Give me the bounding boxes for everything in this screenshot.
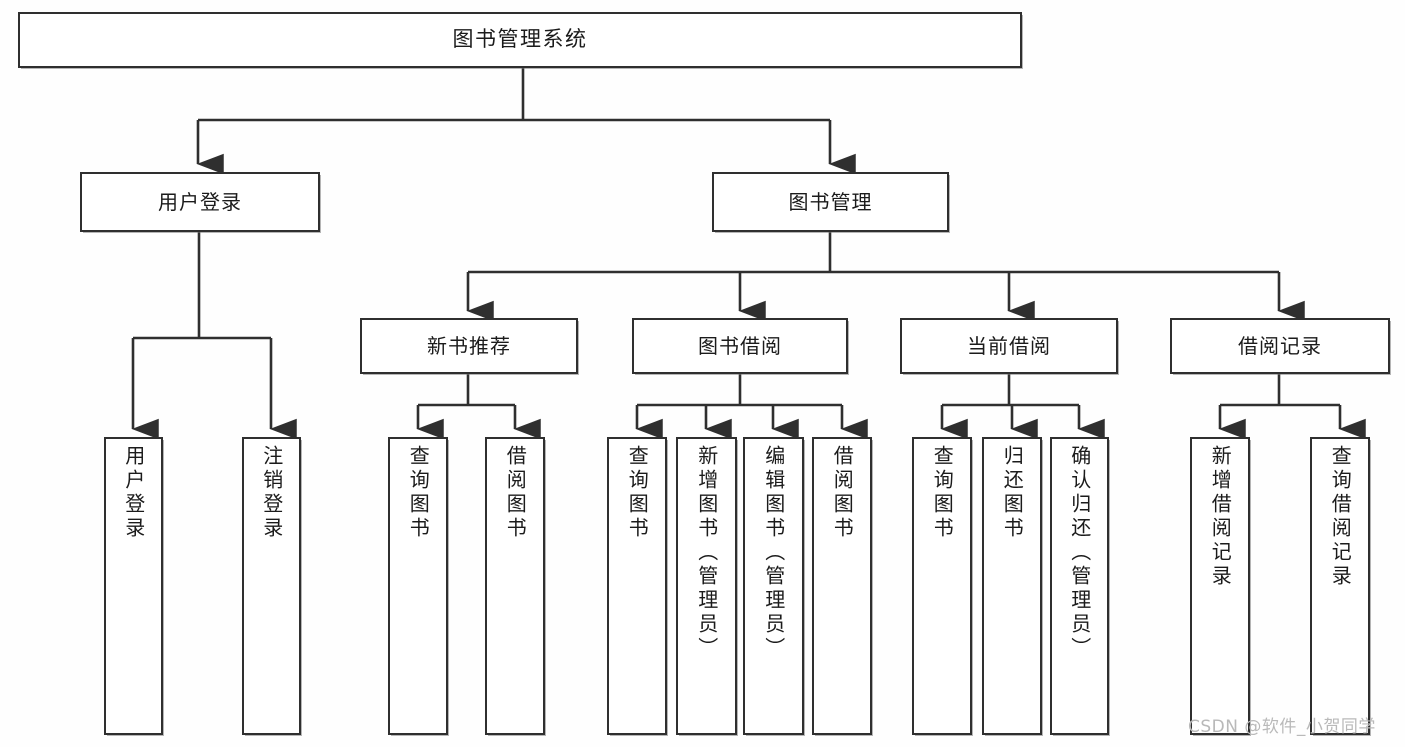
node-label: 新书推荐 xyxy=(427,333,511,358)
node-user-login[interactable]: 用户登录 xyxy=(80,172,320,232)
node-leaf-borrow-book-1[interactable]: 借阅图书 xyxy=(485,437,545,735)
node-label: 注销登录 xyxy=(259,445,284,541)
node-label: 查询借阅记录 xyxy=(1328,445,1353,589)
node-label: 借阅图书 xyxy=(830,445,855,541)
node-label: 查询图书 xyxy=(625,445,650,541)
node-label: 当前借阅 xyxy=(967,333,1051,358)
node-leaf-confirm-return[interactable]: 确认归还（管理员） xyxy=(1050,437,1109,735)
node-leaf-add-record[interactable]: 新增借阅记录 xyxy=(1190,437,1250,735)
node-leaf-query-book-1[interactable]: 查询图书 xyxy=(388,437,448,735)
node-leaf-user-login[interactable]: 用户登录 xyxy=(104,437,163,735)
node-leaf-borrow-book-2[interactable]: 借阅图书 xyxy=(812,437,872,735)
node-label: 新增借阅记录 xyxy=(1208,445,1233,589)
node-label: 新增图书（管理员） xyxy=(694,445,719,661)
node-leaf-edit-book-admin[interactable]: 编辑图书（管理员） xyxy=(743,437,804,735)
node-label: 借阅图书 xyxy=(503,445,528,541)
node-leaf-add-book-admin[interactable]: 新增图书（管理员） xyxy=(676,437,737,735)
node-label: 图书管理 xyxy=(788,189,873,214)
node-new-book-recommend[interactable]: 新书推荐 xyxy=(360,318,578,374)
node-label: 确认归还（管理员） xyxy=(1067,445,1092,661)
node-current-borrow[interactable]: 当前借阅 xyxy=(900,318,1118,374)
node-label: 查询图书 xyxy=(406,445,431,541)
node-label: 图书借阅 xyxy=(698,333,782,358)
node-book-borrow[interactable]: 图书借阅 xyxy=(632,318,848,374)
node-leaf-query-book-3[interactable]: 查询图书 xyxy=(912,437,972,735)
node-leaf-return-book[interactable]: 归还图书 xyxy=(982,437,1042,735)
node-label: 图书管理系统 xyxy=(452,27,588,52)
node-book-management-system[interactable]: 图书管理系统 xyxy=(18,12,1022,68)
node-leaf-query-book-2[interactable]: 查询图书 xyxy=(607,437,667,735)
node-leaf-query-record[interactable]: 查询借阅记录 xyxy=(1310,437,1370,735)
node-label: 用户登录 xyxy=(121,445,146,541)
node-label: 借阅记录 xyxy=(1238,333,1322,358)
node-leaf-user-logout[interactable]: 注销登录 xyxy=(242,437,301,735)
node-label: 归还图书 xyxy=(1000,445,1025,541)
node-label: 编辑图书（管理员） xyxy=(761,445,786,661)
node-label: 查询图书 xyxy=(930,445,955,541)
node-borrow-record[interactable]: 借阅记录 xyxy=(1170,318,1390,374)
node-book-manage[interactable]: 图书管理 xyxy=(712,172,949,232)
node-label: 用户登录 xyxy=(158,189,242,214)
